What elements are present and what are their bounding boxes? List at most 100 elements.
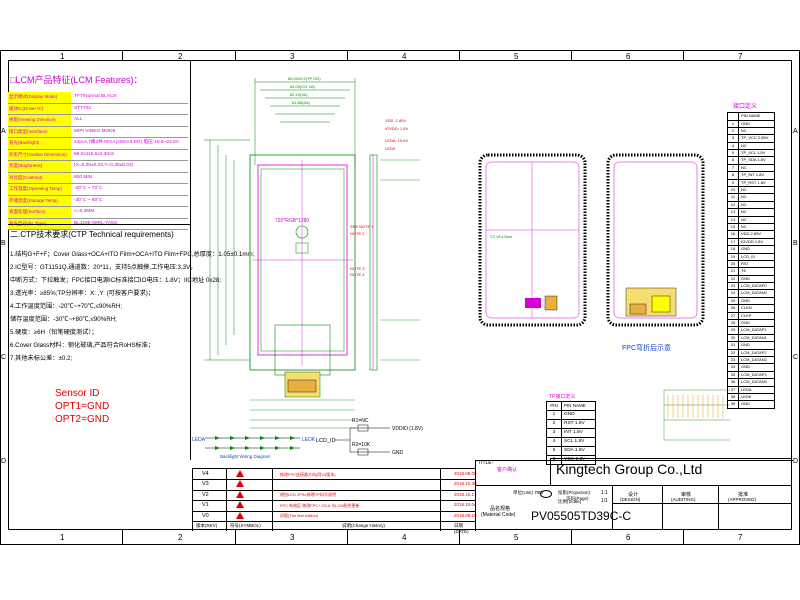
interface-pin-number: 34: [728, 364, 739, 371]
tp-pin-name: GND: [564, 412, 575, 417]
led-a-label: LEDA: [192, 437, 206, 443]
revision-symbol: [236, 480, 244, 488]
interface-pin-number: 14: [728, 216, 739, 223]
lcm-feature-value: -20°C ~ 70°C: [74, 186, 103, 191]
interface-pin-number: 18: [728, 246, 739, 253]
interface-pin-name: TP_SCL 1.8V: [741, 150, 766, 156]
lcm-feature-value: 800 MIN: [74, 174, 93, 180]
audit-label: 审核: [681, 492, 692, 498]
interface-pin-name: LCM_DATAN1: [741, 334, 767, 340]
revision-col-divider: [440, 469, 441, 531]
ctp-requirements-list: 1.结构G+F+F；Cover Glass+OCA+ITO Film+OCA+I…: [10, 248, 254, 365]
interface-pin-number: 35: [728, 371, 739, 379]
revision-version: V1: [202, 502, 209, 509]
interface-pin-name: LCM_DATAP3: [741, 371, 767, 377]
interface-pin-number: 10: [728, 187, 739, 194]
tb-divider-1: [612, 485, 613, 530]
grid-tick: [683, 530, 684, 545]
ctp-requirement-item: 5.硬度：≥6H（铅笔硬度测试）；: [10, 329, 98, 336]
interface-pin-name: LCM_DATAP0: [741, 283, 767, 289]
revision-symbol: [236, 490, 244, 498]
grid-row-label: A: [1, 128, 6, 135]
tb-divider-4: [612, 503, 792, 504]
interface-pin-name: GND: [741, 120, 750, 126]
interface-pin-name: NC: [741, 209, 747, 215]
revision-description: 增加LED 2PIN,新增TP料号说明: [280, 492, 337, 498]
r2-label: R2=10K: [352, 442, 371, 448]
ctp-requirement-item: 3.透光率：≥85%;TP分辨率：X: ,Y: (可按客户要求)；: [10, 290, 155, 297]
interface-pin-name: GND: [741, 401, 750, 407]
lcm-feature-value: TFT/Normal BLACK: [74, 94, 117, 99]
interface-pin-number: 21: [728, 268, 739, 275]
lcm-feature-row: 存储温度(Storage Temp)-30°C ~ 80°C: [8, 195, 188, 207]
interface-pin-number: 19: [728, 253, 739, 260]
interface-title: 接口定义: [733, 104, 758, 110]
interface-pin-number: 9: [728, 179, 739, 187]
grid-tick: [122, 530, 123, 545]
interface-pin-name: LCM_DATAN0: [741, 290, 767, 296]
interface-pin-name: GND: [741, 320, 750, 326]
interface-pin-name: NC: [741, 194, 747, 200]
design-label: 设计: [628, 492, 639, 498]
fpc-tail: [274, 324, 331, 376]
unit-value: mm: [535, 490, 544, 496]
svg-text:NOTE 4: NOTE 4: [350, 272, 365, 277]
grid-row-label: D: [793, 458, 799, 465]
interface-pin-number: 26: [728, 305, 739, 312]
svg-text:NOTE 2: NOTE 2: [350, 231, 365, 236]
design-en: (DESIGN): [620, 497, 641, 502]
svg-text:66.00±0.2(TP OD): 66.00±0.2(TP OD): [288, 76, 321, 81]
interface-pin-name: GND: [741, 275, 750, 281]
svg-text:NOTE 3: NOTE 3: [350, 266, 365, 271]
grid-tick: [571, 530, 572, 545]
grid-tick: [347, 50, 348, 60]
backlight-wiring-label: Backlight Wiring Diagram: [220, 454, 271, 459]
interface-pin-number: 28: [728, 320, 739, 327]
grid-col-label: 1: [60, 52, 65, 61]
page-value: 1/1: [601, 498, 608, 504]
interface-pin-number: 7: [728, 164, 739, 172]
interface-pin-name: LCM_DATAP1: [741, 327, 767, 333]
interface-pin-name: TE: [741, 268, 747, 274]
svg-text:62.10(VA): 62.10(VA): [290, 92, 308, 97]
interface-pin-name: IOVDD 1.8V: [741, 238, 764, 244]
svg-text:IOVDD: 1.8V: IOVDD: 1.8V: [385, 126, 408, 131]
interface-pin-number: 11: [728, 194, 739, 201]
tp-pin-number: 5: [547, 447, 562, 455]
interface-pin-name: TP_INT 1.8V: [741, 172, 765, 178]
lcm-feature-key: 外形尺寸(Outline Dimension): [8, 149, 71, 160]
interface-pin-name: CLKN: [741, 305, 752, 311]
grid-col-label: 2: [178, 52, 183, 61]
interface-pin-name: NC: [741, 127, 747, 133]
ctp-requirement-item: 储存温度范围：-30℃~+80℃,≤90%RH;: [10, 316, 117, 323]
lcm-feature-row: 接口类型(Interface)MIPI VIDEO MODE: [8, 126, 188, 138]
lcm-features-title: □LCM产品特征(LCM Features)：: [10, 75, 143, 85]
revision-description: 修改FPC连接器方向(同V3版本): [280, 471, 336, 477]
revision-date: 2018.10.17: [454, 491, 477, 497]
section-divider: [8, 224, 190, 225]
grid-tick: [235, 530, 236, 545]
interface-pin-number: 6: [728, 157, 739, 164]
grid-tick: [459, 530, 460, 545]
interface-header-pin: [728, 113, 739, 120]
rear-view-1: [478, 153, 587, 327]
lcm-feature-value: ALL: [74, 117, 83, 122]
grid-row-label: B: [1, 240, 6, 247]
backlight-wiring-diagram: LEDA LEDK Backlight Wiring Diagram: [192, 436, 316, 459]
grid-col-label: 2: [178, 533, 183, 542]
